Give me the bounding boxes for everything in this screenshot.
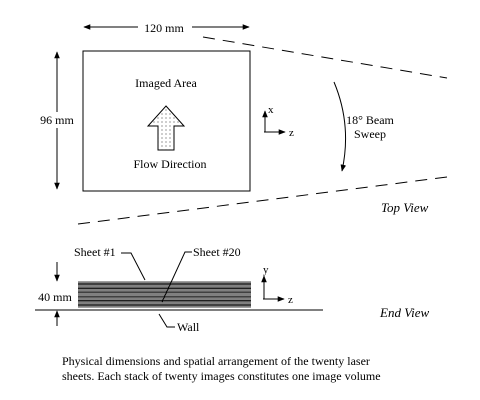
axis-z-label-end: z [288,294,293,306]
end-height-label: 40 mm [38,290,72,304]
beam-sweep-label-line1: 18° Beam [346,113,394,127]
axis-z-label-top: z [289,127,294,139]
beam-sweep-arrow [333,81,347,172]
flow-direction-label: Flow Direction [134,157,207,171]
caption-line2: sheets. Each stack of twenty images cons… [62,369,381,383]
sheet-last-label: Sheet #20 [193,245,241,259]
laser-sheet-stack [78,281,251,308]
beam-sweep-label-line2: Sweep [354,127,386,141]
wall-leader [158,313,175,328]
imaged-area-box [82,50,251,192]
flow-arrow-icon [146,105,186,151]
sheet-first-leader [121,252,146,281]
top-view-title: Top View [381,200,429,215]
beam-edge-lower [77,176,448,225]
axis-y-label: y [263,264,269,276]
caption-line1: Physical dimensions and spatial arrangem… [62,354,370,368]
sheet-first-label: Sheet #1 [74,245,116,259]
imaged-area-label: Imaged Area [135,76,197,90]
wall-label: Wall [177,320,200,334]
end-view-title: End View [379,305,430,320]
width-label: 120 mm [144,21,184,35]
axis-x-label: x [268,104,274,116]
xz-axes-icon [262,110,286,135]
yz-axes-icon [261,275,285,302]
caption: Physical dimensions and spatial arrangem… [62,354,462,384]
sheet-last-leader [161,251,192,303]
height-label: 96 mm [40,113,74,127]
beam-edge-upper [202,36,448,79]
